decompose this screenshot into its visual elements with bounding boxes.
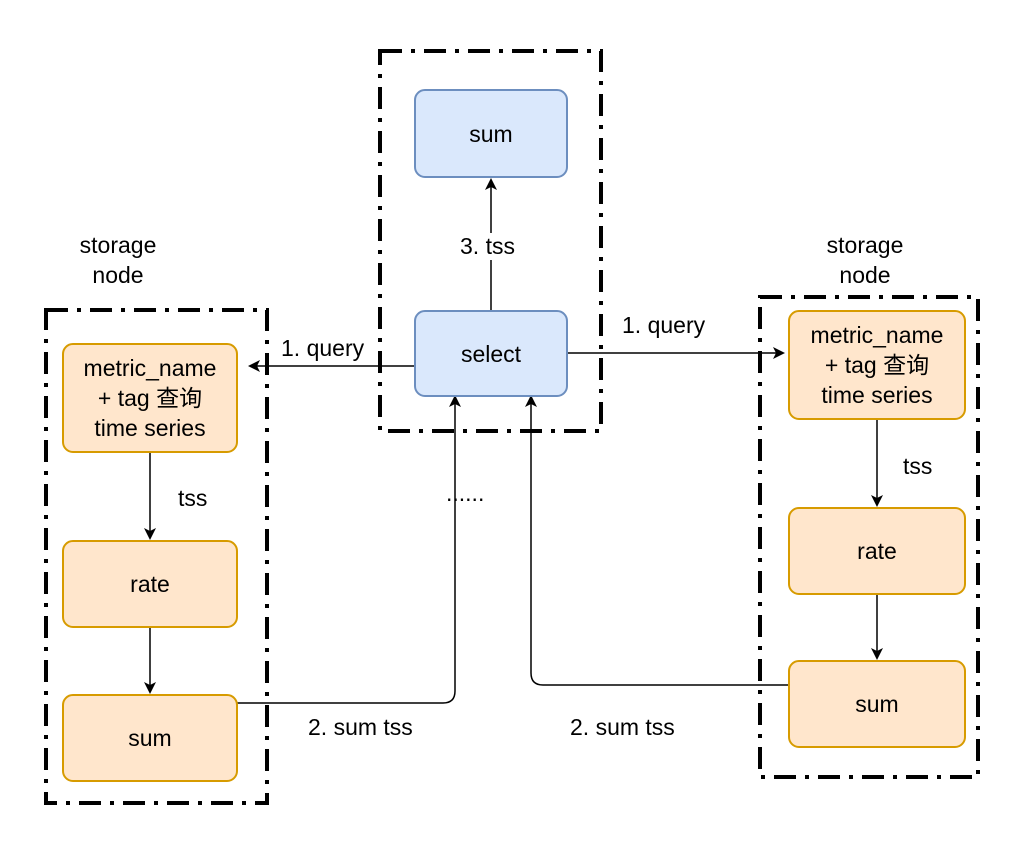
- edge-label-query-right: 1. query: [622, 312, 706, 338]
- right-metric-lookup-node: metric_name + tag 查询 time series: [788, 310, 966, 420]
- edge-label-tss-right: tss: [903, 453, 933, 479]
- right-storage-node-frame: [758, 295, 980, 779]
- edge-label-sum-tss-right: 2. sum tss: [570, 714, 675, 740]
- coordinator-group-frame: [378, 49, 603, 433]
- left-storage-node-frame: [44, 308, 269, 805]
- left-metric-lookup-node: metric_name + tag 查询 time series: [62, 343, 238, 453]
- left-sum-node: sum: [62, 694, 238, 782]
- edge-label-tss-left: tss: [178, 485, 208, 511]
- edge-label-tss-up: 3. tss: [458, 233, 517, 260]
- edge-label-sum-tss-left: 2. sum tss: [308, 714, 413, 740]
- edge-label-ellipsis: ......: [446, 480, 485, 506]
- edge-left-sum-to-select: [237, 395, 461, 704]
- edge-label-query-left: 1. query: [281, 335, 365, 362]
- right-sum-node: sum: [788, 660, 966, 748]
- edge-right-sum-to-select: [525, 395, 790, 686]
- right-rate-node: rate: [788, 507, 966, 595]
- select-node: select: [414, 310, 568, 397]
- left-rate-node: rate: [62, 540, 238, 628]
- coordinator-sum-node: sum: [414, 89, 568, 178]
